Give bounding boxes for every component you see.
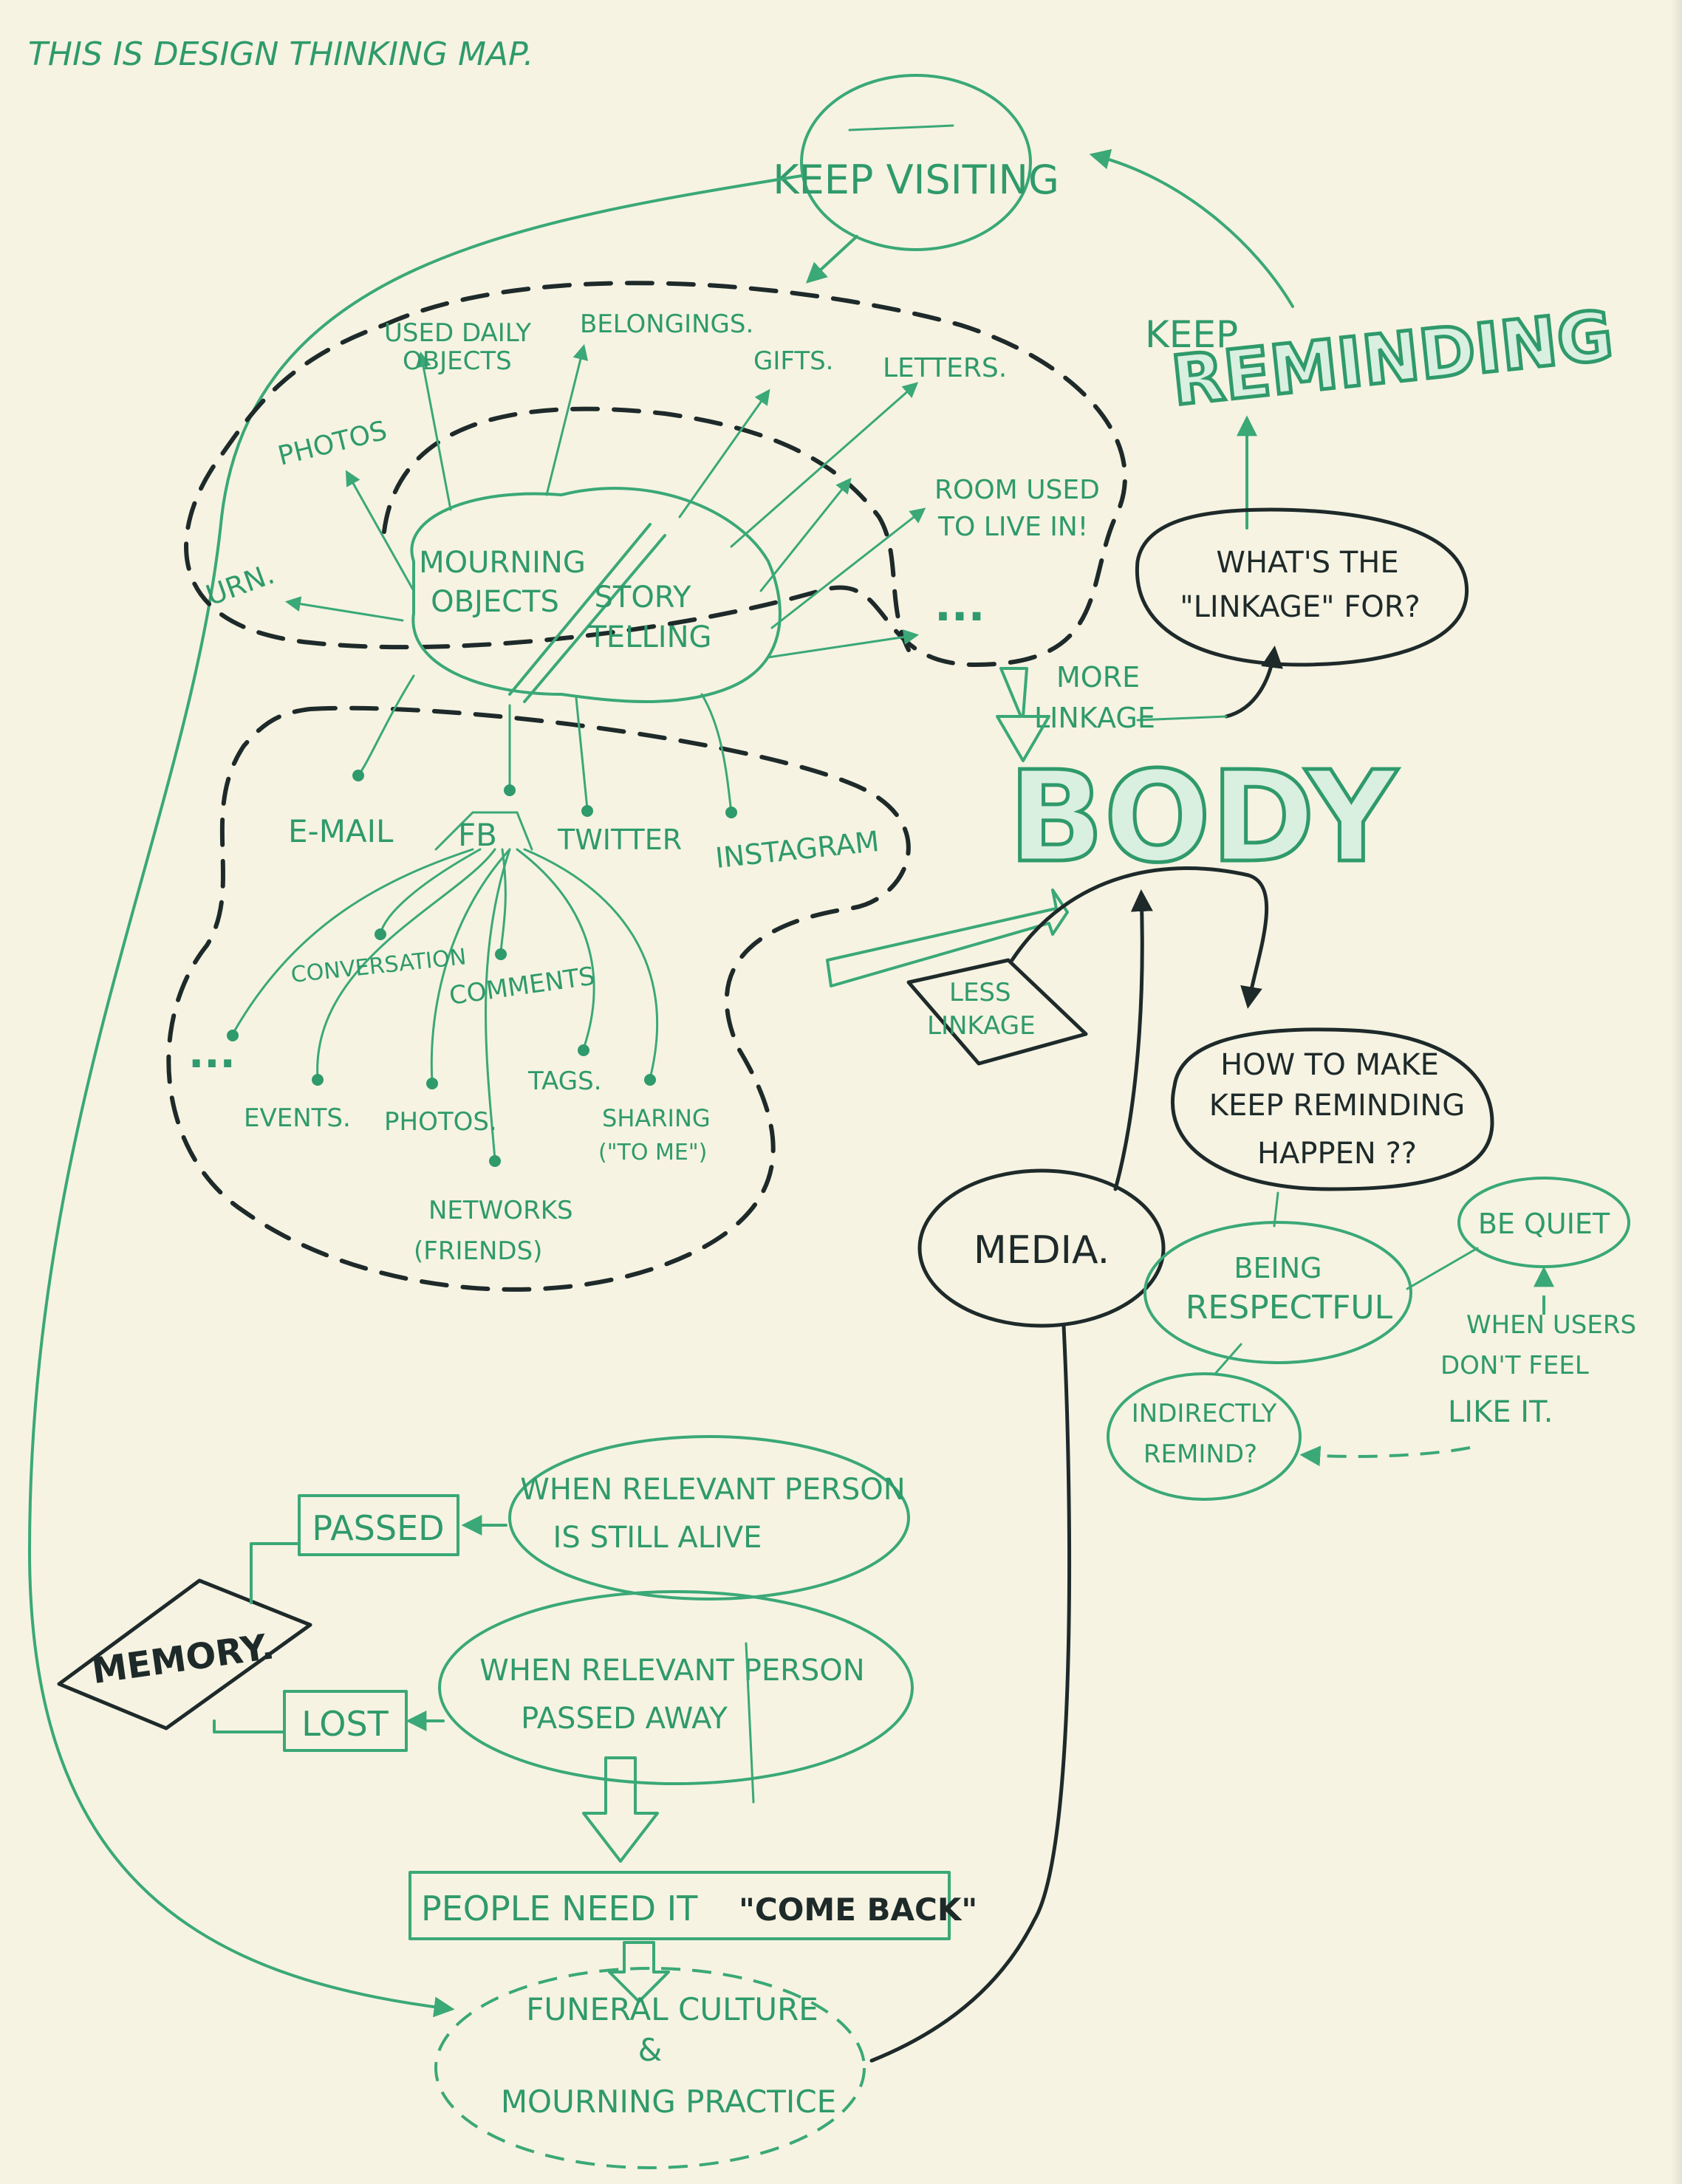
passed-away-line2: PASSED AWAY: [521, 1702, 728, 1736]
indirectly-bubble: [1107, 1372, 1302, 1501]
linkage-question-bubble: [1135, 507, 1469, 667]
storytelling-line2: TELLING: [588, 620, 712, 654]
keep-visiting-bubble: [800, 74, 1032, 251]
memory-diamond: [57, 1578, 312, 1731]
networks-line2: (FRIENDS): [414, 1236, 542, 1266]
arc-linkage-to-how: [1010, 866, 1268, 1009]
mourning-objects-line1: MOURNING: [419, 546, 586, 580]
down-arrow-to-funeral: [608, 1941, 670, 2003]
tags-label: TAGS.: [527, 1067, 602, 1096]
still-alive-bubble: [508, 1435, 910, 1601]
twitter-label: TWITTER: [557, 824, 682, 856]
more-linkage-line1: MORE: [1056, 661, 1140, 694]
passed-box: [298, 1494, 459, 1556]
still-alive-line2: IS STILL ALIVE: [553, 1521, 762, 1555]
linkage-question-line2: "LINKAGE" FOR?: [1180, 590, 1421, 624]
less-linkage-line1: LESS: [949, 978, 1011, 1007]
linkage-question-line1: WHAT'S THE: [1216, 546, 1398, 580]
map-title: THIS IS DESIGN THINKING MAP.: [28, 35, 534, 73]
indirectly-line1: INDIRECTLY: [1132, 1399, 1277, 1428]
objects-inner-curve: [382, 406, 911, 652]
used-daily-objects-line2: OBJECTS: [403, 346, 512, 376]
funeral-line3: MOURNING PRACTICE: [501, 2084, 836, 2120]
less-linkage-box: [906, 958, 1088, 1066]
when-users-line3: LIKE IT.: [1448, 1395, 1553, 1429]
ellipsis-left: ...: [188, 1030, 236, 1078]
belongings-label: BELONGINGS.: [580, 309, 753, 339]
come-back-box: [408, 1871, 951, 1940]
respectful-line1: BEING: [1234, 1252, 1322, 1284]
funeral-culture-bubble: [434, 1967, 866, 2169]
social-media-cluster: [166, 705, 911, 1292]
indirectly-line2: REMIND?: [1143, 1440, 1257, 1469]
mourning-objects-line2: OBJECTS: [431, 585, 559, 619]
less-linkage-line2: LINKAGE: [927, 1011, 1036, 1041]
passed-away-line1: WHEN RELEVANT PERSON: [479, 1654, 864, 1688]
funeral-line1: FUNERAL CULTURE: [526, 1991, 818, 2027]
how-to-bubble: [1171, 1027, 1494, 1191]
respectful-bubble: [1143, 1221, 1412, 1364]
lost-label: LOST: [301, 1704, 389, 1744]
media-label: MEDIA.: [974, 1228, 1110, 1273]
comments-label: COMMENTS: [448, 962, 597, 1011]
arrow-visiting-to-cluster: [805, 235, 858, 284]
passed-label: PASSED: [312, 1508, 444, 1548]
letters-label: LETTERS.: [883, 353, 1007, 383]
urn-label: URN.: [202, 558, 278, 612]
sharing-line1: SHARING: [602, 1104, 711, 1132]
keep-label: KEEP: [1145, 313, 1238, 356]
still-alive-line1: WHEN RELEVANT PERSON: [520, 1473, 905, 1507]
events-label: EVENTS.: [244, 1103, 351, 1133]
arrow-reminding-to-visiting: [1089, 148, 1294, 308]
storytelling-line1: STORY: [595, 581, 692, 615]
room-used-line2: TO LIVE IN!: [937, 512, 1088, 542]
email-label: E-MAIL: [288, 813, 394, 849]
photos-top-label: PHOTOS: [275, 416, 390, 472]
media-bubble: [917, 1168, 1166, 1328]
fb-box: [434, 811, 533, 851]
fb-label: FB: [458, 817, 497, 853]
how-to-line1: HOW TO MAKE: [1220, 1048, 1439, 1082]
how-to-line3: HAPPEN ??: [1257, 1137, 1417, 1171]
arrow-media-to-body: [1113, 889, 1153, 1191]
when-users-line2: DON'T FEEL: [1440, 1351, 1589, 1380]
down-arrow-to-comeback: [582, 1756, 659, 1863]
funeral-line2: &: [638, 2032, 663, 2068]
respectful-line2: RESPECTFUL: [1186, 1289, 1393, 1327]
passed-away-bubble: [438, 1590, 914, 1785]
gifts-label: GIFTS.: [753, 346, 834, 376]
more-linkage-line2: LINKAGE: [1034, 702, 1155, 734]
used-daily-objects-line1: USED DAILY: [384, 318, 531, 348]
objects-outer-cluster: [184, 281, 1127, 668]
room-used-line1: ROOM USED: [934, 475, 1100, 505]
networks-line1: NETWORKS: [428, 1196, 573, 1225]
when-users-line1: WHEN USERS: [1466, 1310, 1636, 1340]
come-back-line1: PEOPLE NEED IT: [421, 1889, 698, 1928]
keep-visiting-label: KEEP VISITING: [773, 157, 1059, 203]
more-linkage-down-arrow: [996, 667, 1050, 762]
less-linkage-arrow: [826, 889, 1069, 987]
photos-bottom-label: PHOTOS.: [384, 1107, 497, 1137]
curve-media-to-funeral: [869, 1324, 1072, 2063]
how-to-line2: KEEP REMINDING: [1209, 1089, 1465, 1123]
come-back-line2: "COME BACK": [739, 1892, 977, 1928]
arrow-more-linkage-to-question: [1224, 646, 1283, 719]
memory-label: MEMORY.: [89, 1626, 277, 1692]
ellipsis-top: ...: [934, 580, 985, 631]
be-quiet-label: BE QUIET: [1478, 1208, 1610, 1240]
instagram-label: INSTAGRAM: [714, 825, 881, 874]
sharing-line2: ("TO ME"): [598, 1140, 707, 1165]
curve-visiting-to-funeral: [28, 174, 803, 2018]
